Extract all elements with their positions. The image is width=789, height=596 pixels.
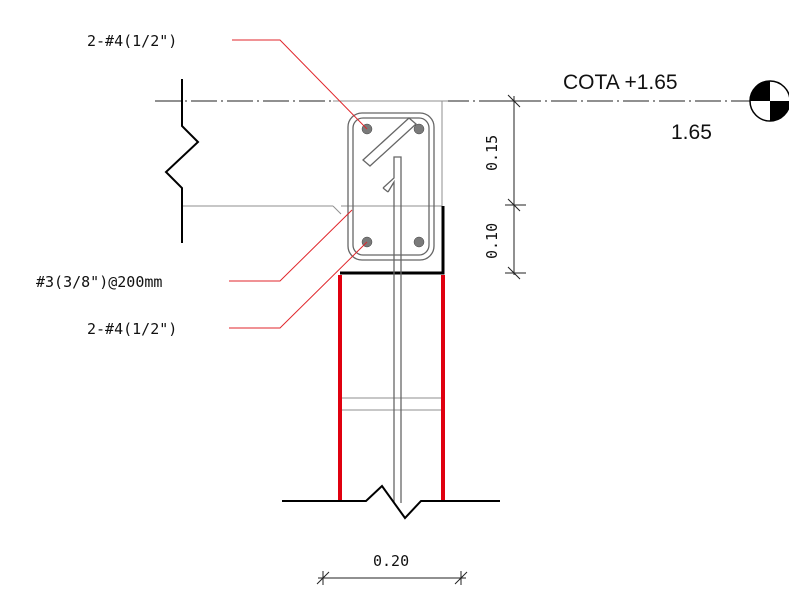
elevation-cota-label: COTA +1.65 — [563, 71, 678, 94]
beam-bearing-edge — [340, 206, 445, 275]
leader-top-bars — [232, 39, 368, 130]
dim-lower-height: 0.10 — [483, 223, 501, 259]
dowel-bar — [382, 156, 402, 503]
dim-upper-height: 0.15 — [483, 135, 501, 171]
wall-faces — [338, 275, 445, 502]
stirrup — [347, 112, 435, 261]
slab-break-line — [164, 79, 200, 243]
beam-outline — [333, 100, 448, 411]
bottom-bar-right — [413, 236, 425, 248]
elevation-marker-icon — [749, 80, 789, 122]
label-bottom-bars: 2-#4(1/2") — [87, 320, 177, 338]
label-top-bars: 2-#4(1/2") — [87, 32, 177, 50]
horizontal-dimension — [316, 571, 468, 585]
wall-break-line — [282, 484, 500, 520]
dim-width: 0.20 — [373, 552, 409, 570]
leader-stirrup — [229, 209, 353, 282]
vertical-dimension — [505, 94, 526, 280]
slab — [183, 205, 342, 215]
leaders — [229, 39, 368, 329]
elevation-value: 1.65 — [671, 121, 712, 144]
rebar-dots — [361, 123, 425, 248]
leader-bottom-bars — [229, 241, 368, 329]
top-bar-right — [413, 123, 425, 135]
label-stirrup: #3(3/8")@200mm — [36, 273, 162, 291]
